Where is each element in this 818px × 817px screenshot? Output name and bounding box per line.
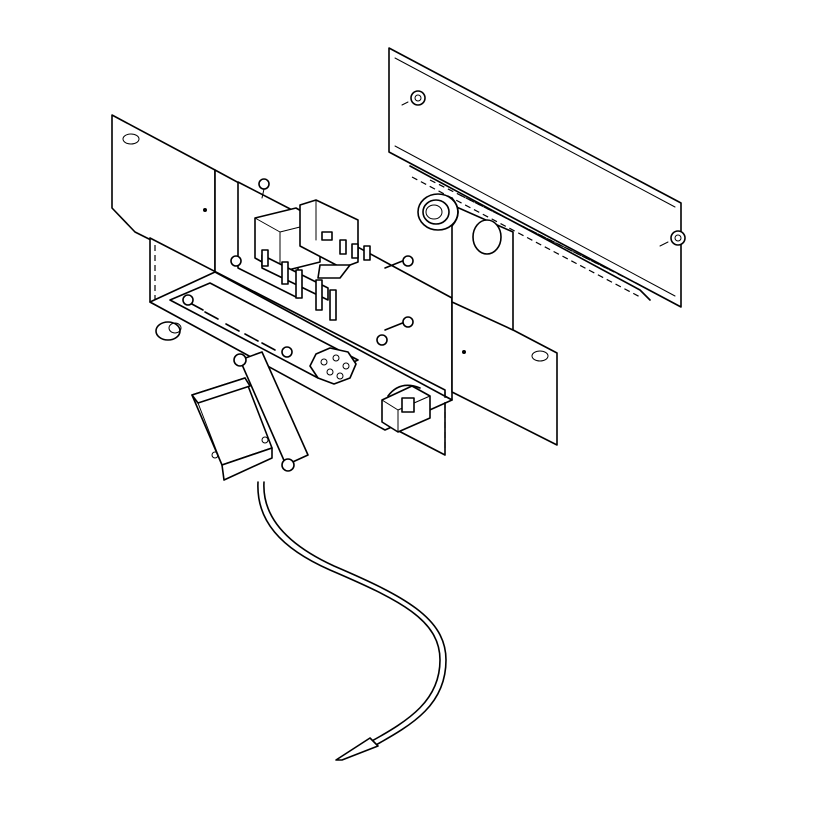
grommet-icon <box>309 347 357 385</box>
terminal-strip <box>261 239 371 321</box>
transformer-icon <box>191 351 309 481</box>
grommet-icon <box>417 193 459 231</box>
screw-icon <box>155 321 182 341</box>
thermostat-sensor-bulb <box>257 481 447 761</box>
sensor-probe-icon <box>257 481 447 761</box>
screw-icon <box>659 230 686 247</box>
knockout-hole <box>472 219 502 255</box>
screw-icon <box>384 316 414 331</box>
terminal-icon <box>261 239 371 321</box>
screw-icon <box>384 255 414 269</box>
screw-icon <box>230 255 242 267</box>
strain-relief-connector <box>381 384 431 433</box>
screw-icon <box>401 90 426 106</box>
screw-icon <box>258 178 270 199</box>
cover-plate <box>388 47 686 308</box>
screw-icon <box>376 334 388 346</box>
transformer <box>191 351 309 481</box>
connector-icon <box>381 384 431 433</box>
